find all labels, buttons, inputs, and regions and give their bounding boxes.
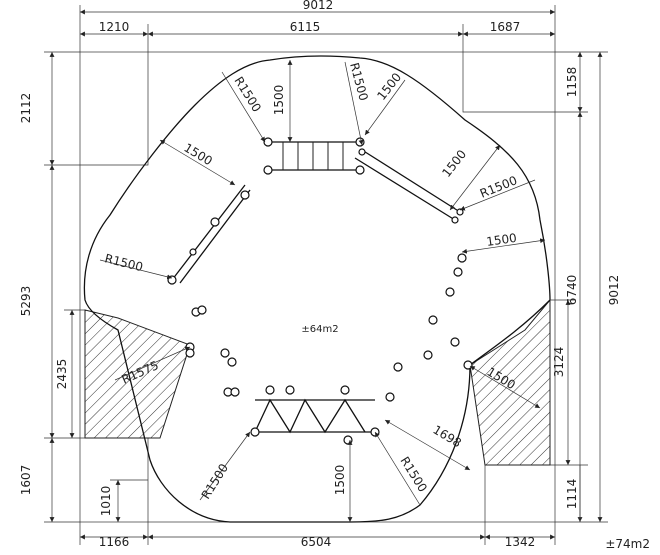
dim-right-h4: 1114 bbox=[565, 479, 579, 510]
corner-cut-bottom-right bbox=[484, 464, 555, 522]
beam-left bbox=[167, 184, 251, 285]
dim-right-h1: 1158 bbox=[565, 67, 579, 98]
dim-right-top: 1687 bbox=[490, 20, 521, 34]
top-dimensions bbox=[79, 5, 556, 52]
label-r-top-right: R1500 bbox=[347, 61, 371, 102]
corner-cut-top-right bbox=[462, 52, 555, 113]
label-v-bottom: 1500 bbox=[333, 465, 347, 496]
dim-mid-bottom: 6504 bbox=[301, 535, 332, 549]
dim-right-h2: 6740 bbox=[565, 275, 579, 306]
footer-area: ±74m2 bbox=[605, 537, 650, 550]
dim-mid-top: 6115 bbox=[290, 20, 321, 34]
safety-zone-outline bbox=[83, 55, 551, 523]
label-r-bottom-right: R1500 bbox=[397, 454, 429, 494]
beam-top-right bbox=[354, 148, 464, 224]
right-dimensions bbox=[550, 51, 608, 523]
corner-cut-top-left bbox=[80, 52, 149, 166]
dim-left-h1: 2112 bbox=[19, 93, 33, 124]
bridge-top bbox=[263, 137, 365, 175]
label-r-right-upper: R1500 bbox=[478, 173, 519, 201]
dim-left-h5: 1010 bbox=[99, 486, 113, 517]
dim-right-total: 9012 bbox=[607, 275, 621, 306]
area-label: ±64m2 bbox=[301, 324, 338, 335]
interior-leaders bbox=[99, 60, 546, 522]
stepping-posts bbox=[185, 253, 473, 402]
label-d-left-upper: 1500 bbox=[181, 141, 214, 169]
label-r-top-left: R1500 bbox=[231, 74, 263, 114]
dim-left-top: 1210 bbox=[99, 20, 130, 34]
label-d-bottom-right: 1698 bbox=[430, 423, 463, 451]
label-d-top-right: 1500 bbox=[374, 70, 404, 103]
dim-left-h4: 2435 bbox=[55, 359, 69, 390]
left-dimensions bbox=[44, 51, 148, 523]
label-r-bottom-left: R1500 bbox=[199, 461, 231, 501]
dim-total-width: 9012 bbox=[303, 0, 334, 12]
dim-right-h3: 3124 bbox=[552, 347, 566, 378]
bottom-dimensions bbox=[79, 522, 556, 545]
hatched-area-left bbox=[84, 309, 191, 439]
label-v-top-left: 1500 bbox=[272, 85, 286, 116]
dim-left-h3: 1607 bbox=[19, 465, 33, 496]
truss-bridge-bottom bbox=[250, 385, 380, 445]
dim-right-bottom: 1342 bbox=[505, 535, 536, 549]
label-d-right-mid: 1500 bbox=[485, 231, 517, 249]
dim-left-h2: 5293 bbox=[19, 286, 33, 317]
label-r-left-mid: R1500 bbox=[103, 251, 144, 274]
dim-left-bottom: 1166 bbox=[99, 535, 130, 549]
label-d-right-upper: 1500 bbox=[439, 147, 469, 180]
